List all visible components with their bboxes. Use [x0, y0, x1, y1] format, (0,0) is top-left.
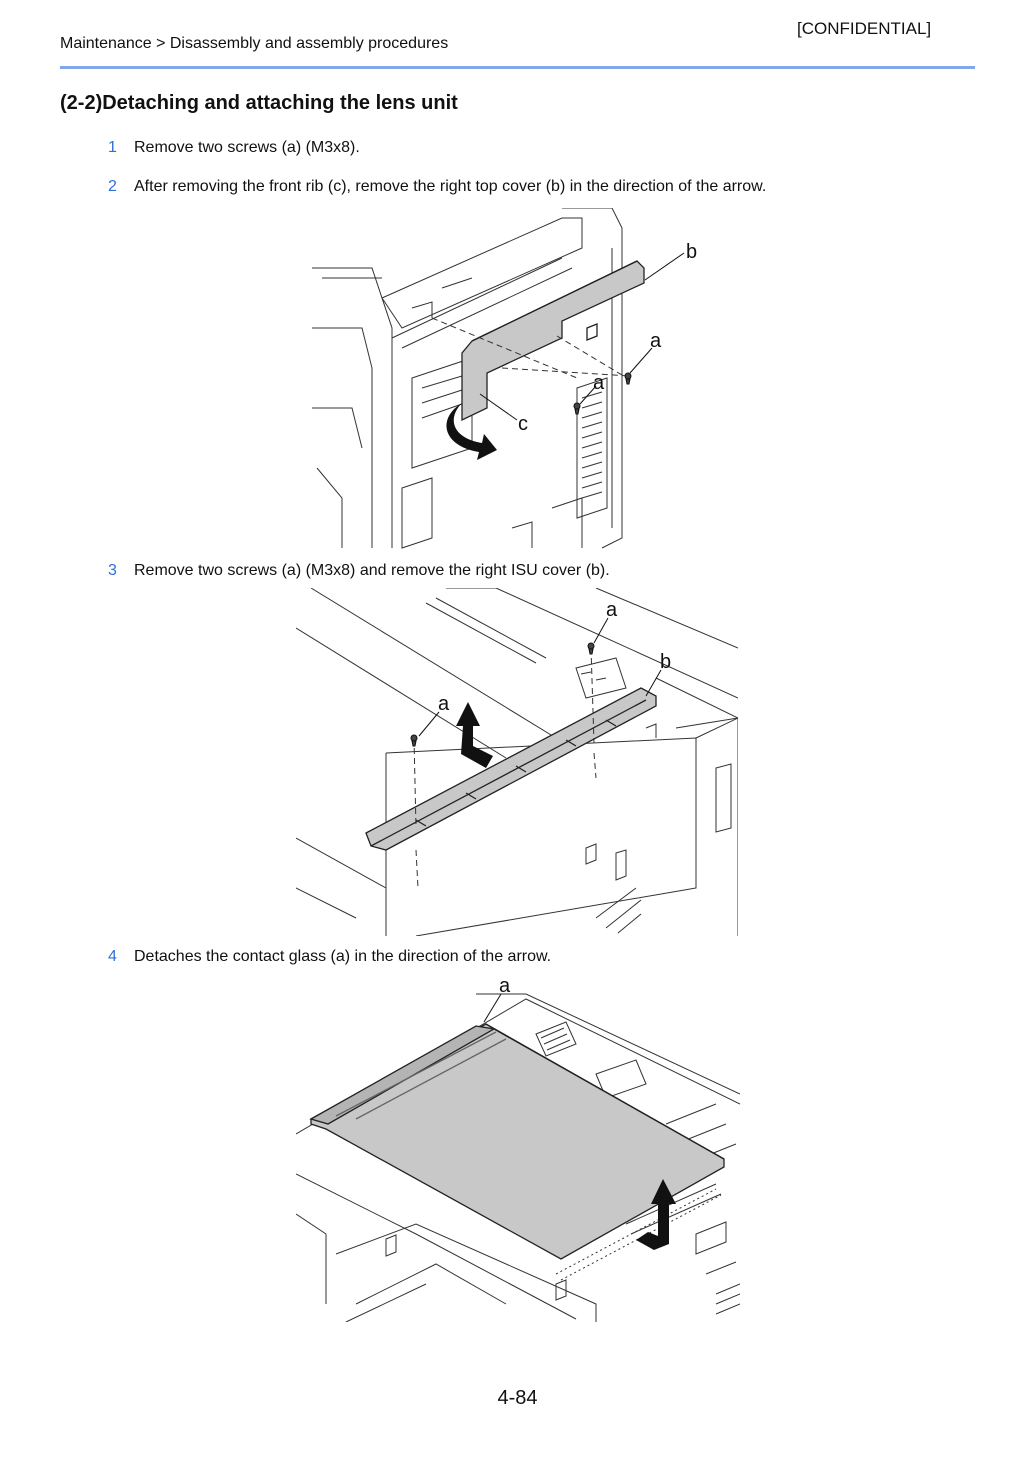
step-text: Remove two screws (a) (M3x8) and remove …: [134, 562, 610, 579]
step-1: 1 Remove two screws (a) (M3x8).: [108, 139, 360, 157]
step-text: Remove two screws (a) (M3x8).: [134, 139, 360, 156]
step-text: Detaches the contact glass (a) in the di…: [134, 948, 552, 965]
callout-label-a: a: [499, 975, 511, 997]
step-number: 4: [108, 948, 117, 965]
page-number: 4-84: [497, 1387, 538, 1409]
step-number: 1: [108, 139, 117, 156]
step-4: 4 Detaches the contact glass (a) in the d…: [108, 948, 551, 966]
callout-label-a: a: [438, 693, 450, 715]
callout-label-c: c: [518, 413, 528, 435]
callout-label-a: a: [606, 599, 618, 621]
figure-right-isu-cover: a b a: [296, 588, 738, 936]
figure-right-top-cover: b a a c: [312, 208, 712, 550]
callout-label-a: a: [593, 372, 605, 394]
callout-label-b: b: [660, 651, 671, 673]
figure-contact-glass: a: [296, 974, 740, 1322]
section-title: (2-2)Detaching and attaching the lens un…: [60, 92, 458, 114]
step-number: 3: [108, 562, 117, 579]
breadcrumb: Maintenance > Disassembly and assembly p…: [60, 35, 449, 52]
callout-label-a: a: [650, 330, 662, 352]
confidential-label: [CONFIDENTIAL]: [797, 19, 932, 38]
step-2: 2 After removing the front rib (c), remov…: [108, 178, 766, 196]
header-divider: [60, 66, 975, 69]
callout-label-b: b: [686, 241, 697, 263]
step-number: 2: [108, 178, 117, 195]
step-text: After removing the front rib (c), remove…: [134, 178, 767, 195]
step-3: 3 Remove two screws (a) (M3x8) and remove…: [108, 562, 610, 580]
